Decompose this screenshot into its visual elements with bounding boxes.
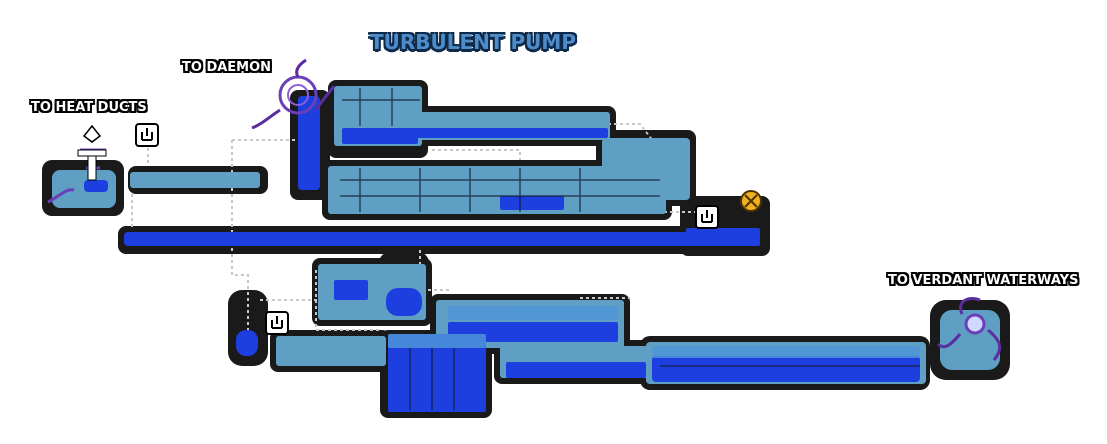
save-point-icon[interactable] bbox=[135, 123, 159, 147]
portal-daemon[interactable] bbox=[251, 58, 336, 130]
exit-label-heat-ducts[interactable]: TO HEAT DUCTS bbox=[31, 100, 147, 115]
water-bodies bbox=[84, 96, 920, 412]
area-title: TURBULENT PUMP bbox=[370, 30, 576, 54]
water-shading bbox=[388, 306, 920, 358]
portal-heat-ducts[interactable] bbox=[47, 124, 107, 204]
exit-label-daemon[interactable]: TO DAEMON bbox=[182, 60, 272, 75]
room-details bbox=[340, 88, 920, 410]
portal-verdant-waterways[interactable] bbox=[936, 297, 1002, 361]
save-point-icon[interactable] bbox=[695, 205, 719, 229]
save-point-icon[interactable] bbox=[265, 311, 289, 335]
exit-label-verdant-waterways[interactable]: TO VERDANT WATERWAYS bbox=[888, 273, 1079, 288]
objective-marker-icon[interactable] bbox=[740, 190, 762, 212]
